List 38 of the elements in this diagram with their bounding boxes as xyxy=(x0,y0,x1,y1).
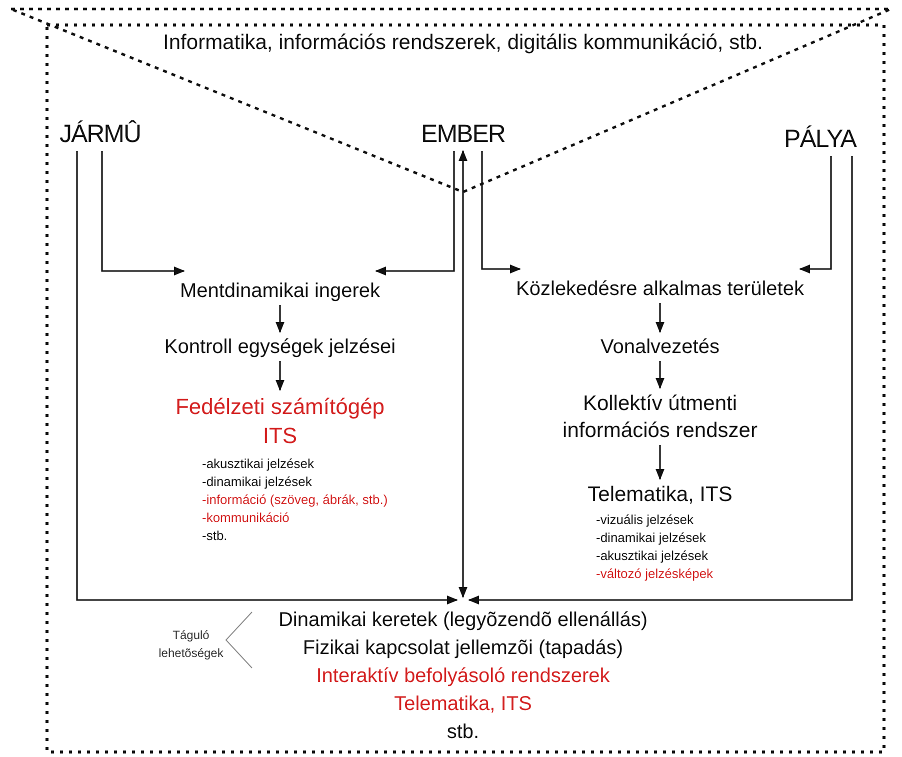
list-item: -dinamikai jelzések xyxy=(202,473,312,491)
arrow xyxy=(481,151,522,274)
arrow xyxy=(458,150,468,598)
node-text: Fedélzeti számítógép ITS xyxy=(174,393,386,450)
arrow xyxy=(798,156,832,274)
node-text: Dinamikai keretek (legyõzendõ ellenállás) xyxy=(277,608,649,633)
arrow xyxy=(656,303,664,334)
arrow xyxy=(656,445,664,480)
arrow xyxy=(468,156,853,604)
arrow xyxy=(374,151,455,276)
list-item: -kommunikáció xyxy=(202,509,290,527)
annotation-text: Táguló lehetõségek xyxy=(158,627,224,662)
arrow xyxy=(76,151,458,604)
node-text: stb. xyxy=(446,720,480,745)
arrow xyxy=(101,151,186,276)
list-item: -vizuális jelzések xyxy=(596,511,694,529)
list-item: -dinamikai jelzések xyxy=(596,529,706,547)
arrow xyxy=(656,361,664,390)
list-item: -stb. xyxy=(202,527,228,545)
node-text: Fizikai kapcsolat jellemzõi (tapadás) xyxy=(302,636,624,661)
node-text: Telematika, ITS xyxy=(586,482,734,508)
node-text: Közlekedésre alkalmas területek xyxy=(515,277,805,302)
list-item: -változó jelzésképek xyxy=(596,565,714,583)
node-text: Telematika, ITS xyxy=(393,692,533,717)
node-text: Mentdinamikai ingerek xyxy=(178,279,382,304)
node-text: Kontroll egységek jelzései xyxy=(163,335,397,360)
arrow xyxy=(276,361,284,392)
node-text: Kollektív útmenti információs rendszer xyxy=(562,391,758,444)
heading: PÁLYA xyxy=(783,124,858,155)
node-text: Interaktív befolyásoló rendszerek xyxy=(315,664,611,689)
heading: JÁRMÛ xyxy=(58,119,142,150)
node-text: Vonalvezetés xyxy=(600,335,720,360)
list-item: -akusztikai jelzések xyxy=(596,547,708,565)
heading: EMBER xyxy=(420,119,506,150)
list-item: -információ (szöveg, ábrák, stb.) xyxy=(202,491,388,509)
arrow xyxy=(276,305,284,334)
banner-text: Informatika, információs rendszerek, digitális kommunikáció, stb. xyxy=(162,30,764,56)
list-item: -akusztikai jelzések xyxy=(202,455,314,473)
